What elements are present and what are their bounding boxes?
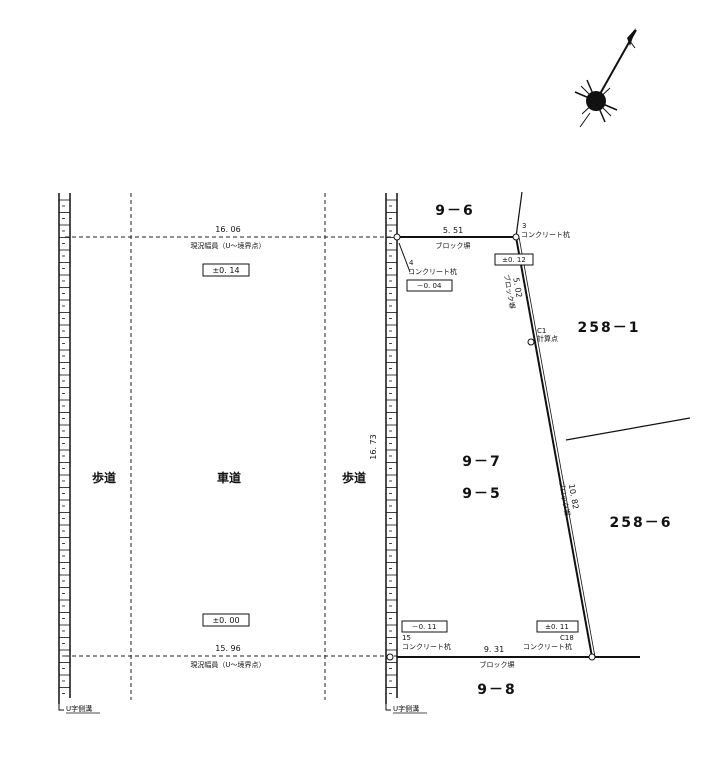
gutter-right-label: U字側溝	[393, 704, 419, 713]
point-c1-marker	[527, 338, 535, 346]
right-gutter	[385, 193, 398, 711]
point-c1-number: C1	[537, 327, 546, 335]
right-lower-edge-length: 10. 82	[567, 483, 580, 510]
point-c18-marker	[588, 653, 596, 661]
road-width-top: 16. 06	[215, 225, 240, 234]
bottom-edge-length: 9. 31	[484, 645, 504, 654]
road-width-bottom: 15. 96	[215, 644, 240, 653]
road-width-top-note: 現況幅員（U～境界点）	[190, 241, 265, 250]
top-edge-length: 5. 51	[443, 226, 463, 235]
lot-9-7-label: 9－7	[462, 454, 501, 470]
lot-258-1-label: 258－1	[578, 320, 641, 336]
road-elevation-top: ±0. 14	[212, 266, 239, 275]
point-3-marker	[512, 233, 520, 241]
point-3-number: 3	[522, 222, 526, 230]
point-c1-type: 計算点	[537, 334, 558, 343]
point-c18-number: C18	[560, 634, 574, 642]
gutter-left-label: U字側溝	[66, 704, 92, 713]
roadway-label: 車道	[217, 470, 241, 485]
road-elevation-bottom: ±0. 00	[212, 616, 239, 625]
point-15-type: コンクリート杭	[402, 642, 451, 651]
sidewalk-right-label: 歩道	[342, 470, 366, 485]
parcel-outline	[397, 191, 691, 658]
top-wall-label: ブロック塀	[436, 241, 471, 250]
point-15-number: 15	[402, 634, 411, 642]
point-3-elevation: ±0. 12	[502, 256, 526, 264]
road-width-bottom-note: 現況幅員（U～境界点）	[190, 660, 265, 669]
point-4-number: 4	[409, 259, 414, 267]
bottom-wall-label: ブロック塀	[480, 660, 515, 669]
point-4-elevation: －0. 04	[417, 282, 442, 290]
lot-9-8-label: 9－8	[477, 682, 516, 698]
left-edge-length: 16. 73	[369, 434, 378, 459]
point-15-elevation: －0. 11	[412, 623, 437, 631]
lot-9-6-label: 9－6	[435, 203, 474, 219]
point-3-type: コンクリート杭	[521, 230, 570, 239]
left-gutter	[58, 193, 71, 711]
point-c18-elevation: ±0. 11	[545, 623, 569, 631]
point-15-marker	[386, 653, 394, 661]
north-arrow-icon	[574, 28, 637, 128]
point-c18-type: コンクリート杭	[523, 642, 572, 651]
right-upper-edge-length: 5. 02	[511, 277, 523, 299]
point-4-marker	[393, 233, 401, 241]
sidewalk-left-label: 歩道	[92, 470, 116, 485]
point-4-type: コンクリート杭	[408, 267, 457, 276]
lot-258-6-label: 258－6	[610, 515, 673, 531]
lot-9-5-label: 9－5	[462, 486, 501, 502]
